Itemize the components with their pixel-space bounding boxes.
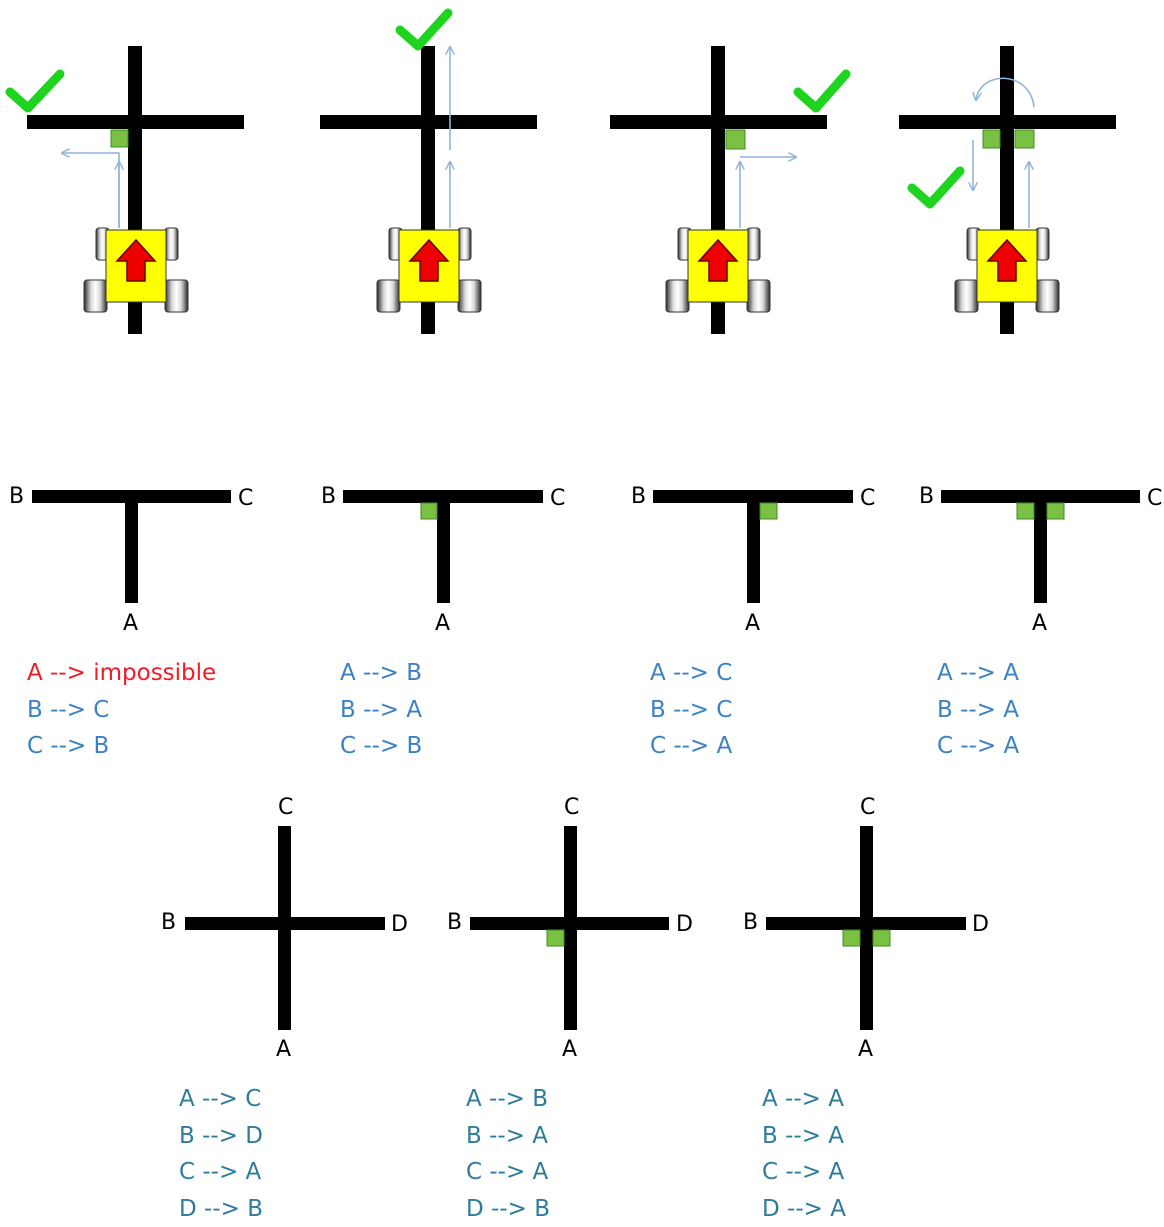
rule-text: B --> C [27, 692, 216, 729]
t4-rules: A --> A B --> A C --> A [937, 655, 1019, 765]
track-vertical [860, 826, 873, 1030]
track-horizontal [343, 490, 543, 503]
rule-text: C --> A [466, 1154, 550, 1191]
track-vertical [437, 503, 450, 603]
robot-car-icon [666, 228, 770, 312]
x3-rules: A --> A B --> A C --> A D --> A [762, 1081, 846, 1227]
t1-label-c: C [238, 488, 253, 510]
green-marker-icon [547, 930, 564, 946]
checkmark-icon [912, 171, 960, 204]
t2-label-a: A [435, 613, 450, 635]
rule-text: C --> A [937, 728, 1019, 765]
crossing-1 [185, 826, 385, 1030]
x2-label-d: D [676, 914, 693, 936]
x3-label-c: C [860, 797, 875, 819]
t4-label-a: A [1032, 613, 1047, 635]
crossing-3 [766, 826, 966, 1030]
track-vertical [125, 503, 138, 603]
t-junction-1 [32, 490, 231, 603]
scenario-u-turn [899, 46, 1116, 334]
rule-text: A --> B [340, 655, 422, 692]
t1-rules: A --> impossible B --> C C --> B [27, 655, 216, 765]
green-marker-icon [843, 930, 860, 946]
x1-rules: A --> C B --> D C --> A D --> B [179, 1081, 263, 1227]
checkmark-icon [10, 74, 60, 108]
t3-label-a: A [745, 613, 760, 635]
scenario-right-turn [610, 46, 846, 334]
green-marker-icon [873, 930, 890, 946]
rule-text: C --> A [179, 1154, 263, 1191]
t4-label-b: B [919, 486, 934, 508]
rule-text: A --> C [179, 1081, 263, 1118]
t-junction-2 [343, 490, 543, 603]
x1-label-d: D [391, 914, 408, 936]
rule-text: A --> B [466, 1081, 550, 1118]
rule-text: A --> A [762, 1081, 846, 1118]
t3-label-c: C [860, 488, 875, 510]
rule-text: C --> A [650, 728, 732, 765]
t2-rules: A --> B B --> A C --> B [340, 655, 422, 765]
rule-text: D --> B [466, 1191, 550, 1227]
rule-text: A --> A [937, 655, 1019, 692]
x2-label-c: C [564, 797, 579, 819]
t2-label-b: B [321, 486, 336, 508]
t1-label-b: B [9, 486, 24, 508]
track-vertical [564, 826, 577, 1030]
t-junction-4 [941, 490, 1140, 603]
scenario-left-turn [10, 46, 244, 334]
green-marker-icon [111, 130, 128, 147]
rule-text: C --> B [27, 728, 216, 765]
green-marker-icon [726, 130, 745, 149]
crossing-2 [470, 826, 669, 1030]
rule-text: A --> impossible [27, 655, 216, 692]
rule-text: D --> B [179, 1191, 263, 1227]
t1-label-a: A [123, 613, 138, 635]
x1-label-b: B [161, 912, 176, 934]
rule-text: A --> C [650, 655, 732, 692]
x1-label-a: A [276, 1039, 291, 1061]
track-vertical [747, 503, 760, 603]
x3-label-a: A [858, 1039, 873, 1061]
rule-text: B --> C [650, 692, 732, 729]
rule-text: B --> A [466, 1118, 550, 1155]
t-junction-3 [653, 490, 853, 603]
green-marker-icon [1047, 503, 1064, 519]
track-vertical [278, 826, 291, 1030]
rule-text: B --> A [937, 692, 1019, 729]
track-horizontal [941, 490, 1140, 503]
green-marker-icon [1015, 130, 1034, 148]
t4-label-c: C [1147, 488, 1162, 510]
rule-text: D --> A [762, 1191, 846, 1227]
rule-text: B --> A [340, 692, 422, 729]
x2-label-b: B [447, 912, 462, 934]
rule-text: C --> A [762, 1154, 846, 1191]
green-marker-icon [421, 503, 437, 519]
x1-label-c: C [278, 797, 293, 819]
rule-text: B --> D [179, 1118, 263, 1155]
track-horizontal [653, 490, 853, 503]
green-marker-icon [760, 503, 777, 519]
scenario-straight [320, 13, 537, 334]
green-marker-icon [1017, 503, 1034, 519]
track-vertical [1034, 503, 1047, 603]
track-horizontal [32, 490, 231, 503]
x2-label-a: A [562, 1039, 577, 1061]
checkmark-icon [400, 13, 448, 46]
t3-label-b: B [631, 486, 646, 508]
x2-rules: A --> B B --> A C --> A D --> B [466, 1081, 550, 1227]
checkmark-icon [798, 74, 846, 108]
x3-label-b: B [743, 912, 758, 934]
robot-car-icon [377, 228, 481, 312]
green-marker-icon [983, 130, 1000, 148]
path-arrow [62, 153, 119, 228]
robot-car-icon [84, 228, 188, 312]
t3-rules: A --> C B --> C C --> A [650, 655, 732, 765]
t2-label-c: C [550, 488, 565, 510]
robot-car-icon [955, 228, 1059, 312]
rule-text: C --> B [340, 728, 422, 765]
x3-label-d: D [972, 914, 989, 936]
rule-text: B --> A [762, 1118, 846, 1155]
